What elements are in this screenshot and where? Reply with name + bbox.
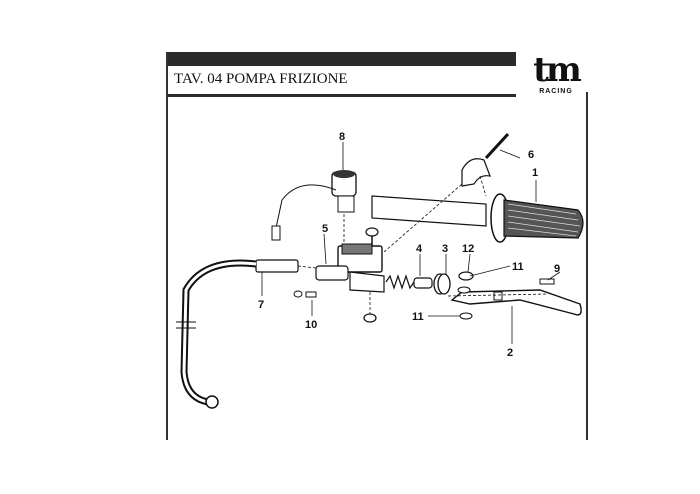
callout-label: 7 xyxy=(258,299,264,311)
callout-label: 4 xyxy=(416,243,423,255)
frame-right-border xyxy=(586,92,588,440)
callout-label: 8 xyxy=(339,131,345,143)
title-box: TAV. 04 POMPA FRIZIONE xyxy=(168,66,516,97)
switch-part-8 xyxy=(271,170,357,241)
seal-part-3 xyxy=(433,273,451,295)
callout-label: 12 xyxy=(462,243,474,255)
tm-racing-logo: tm RACING xyxy=(524,50,588,100)
frame-left-border xyxy=(166,52,168,440)
callout-label: 11 xyxy=(512,261,524,273)
pump-body-part-5 xyxy=(315,227,385,323)
page-title: TAV. 04 POMPA FRIZIONE xyxy=(174,71,348,87)
callout-label: 5 xyxy=(322,223,328,235)
leader-lines xyxy=(261,142,561,344)
assembly-lines xyxy=(297,175,549,297)
lever-part-2 xyxy=(450,278,582,320)
washer-part-12 xyxy=(458,271,474,281)
callout-label: 9 xyxy=(554,263,560,275)
fitting-part-10 xyxy=(293,290,317,298)
callout-label: 11 xyxy=(412,311,424,323)
callout-label: 3 xyxy=(442,243,448,255)
callout-label: 6 xyxy=(528,149,534,161)
hose-part-7 xyxy=(176,259,299,409)
clamp-part-6 xyxy=(461,132,510,187)
callout-label: 10 xyxy=(305,319,317,331)
spring-and-piston-part-4 xyxy=(385,274,433,290)
callout-label: 2 xyxy=(507,347,513,359)
title-bar-stripe xyxy=(168,52,516,66)
callout-label: 1 xyxy=(532,167,538,179)
logo-subtitle: RACING xyxy=(539,88,573,95)
handlebar-tube xyxy=(371,195,487,227)
grip-part-1 xyxy=(490,193,584,243)
logo-word: tm xyxy=(533,50,582,90)
